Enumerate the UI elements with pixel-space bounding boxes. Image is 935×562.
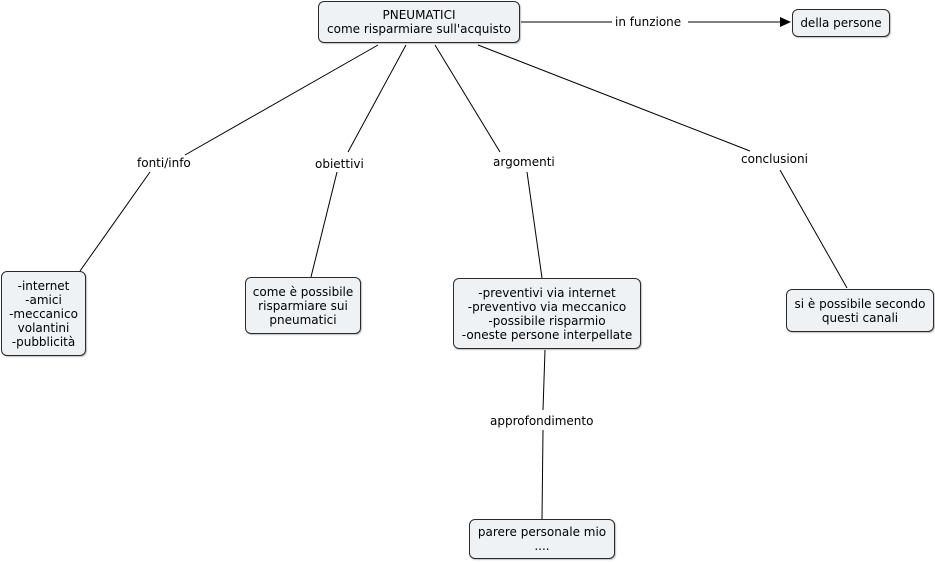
line-conclusioni-node	[779, 169, 848, 289]
node-argomenti[interactable]: -preventivi via internet -preventivo via…	[453, 278, 641, 349]
node-della-persone[interactable]: della persone	[792, 9, 890, 37]
line-approf-parere	[541, 429, 544, 520]
node-parere-personale[interactable]: parere personale mio ....	[469, 519, 615, 559]
node-obiettivi[interactable]: come è possibile risparmiare sui pneumat…	[245, 277, 361, 334]
line-root-conclusioni	[477, 44, 751, 152]
node-pneumatici[interactable]: PNEUMATICI come risparmiare sull'acquist…	[318, 1, 520, 43]
node-conclusioni[interactable]: si è possibile secondo questi canali	[786, 289, 934, 332]
line-obiettivi-node	[310, 171, 338, 278]
arrowhead-icon	[780, 17, 791, 27]
link-label-fonti-info[interactable]: fonti/info	[135, 156, 193, 170]
link-label-conclusioni[interactable]: conclusioni	[739, 152, 810, 166]
line-argomenti-approf	[542, 349, 546, 411]
link-label-obiettivi[interactable]: obiettivi	[313, 157, 366, 171]
node-fonti-info[interactable]: -internet -amici -meccanico volantini -p…	[1, 271, 86, 356]
line-root-obiettivi	[347, 44, 407, 153]
line-root-argomenti	[434, 44, 501, 153]
line-argomenti-node	[526, 171, 543, 279]
link-label-approfondimento[interactable]: approfondimento	[488, 414, 596, 428]
line-root-fonti	[184, 44, 379, 156]
link-label-in-funzione[interactable]: in funzione	[613, 15, 684, 29]
line-fonti-node	[79, 171, 151, 272]
link-label-argomenti[interactable]: argomenti	[491, 155, 557, 169]
